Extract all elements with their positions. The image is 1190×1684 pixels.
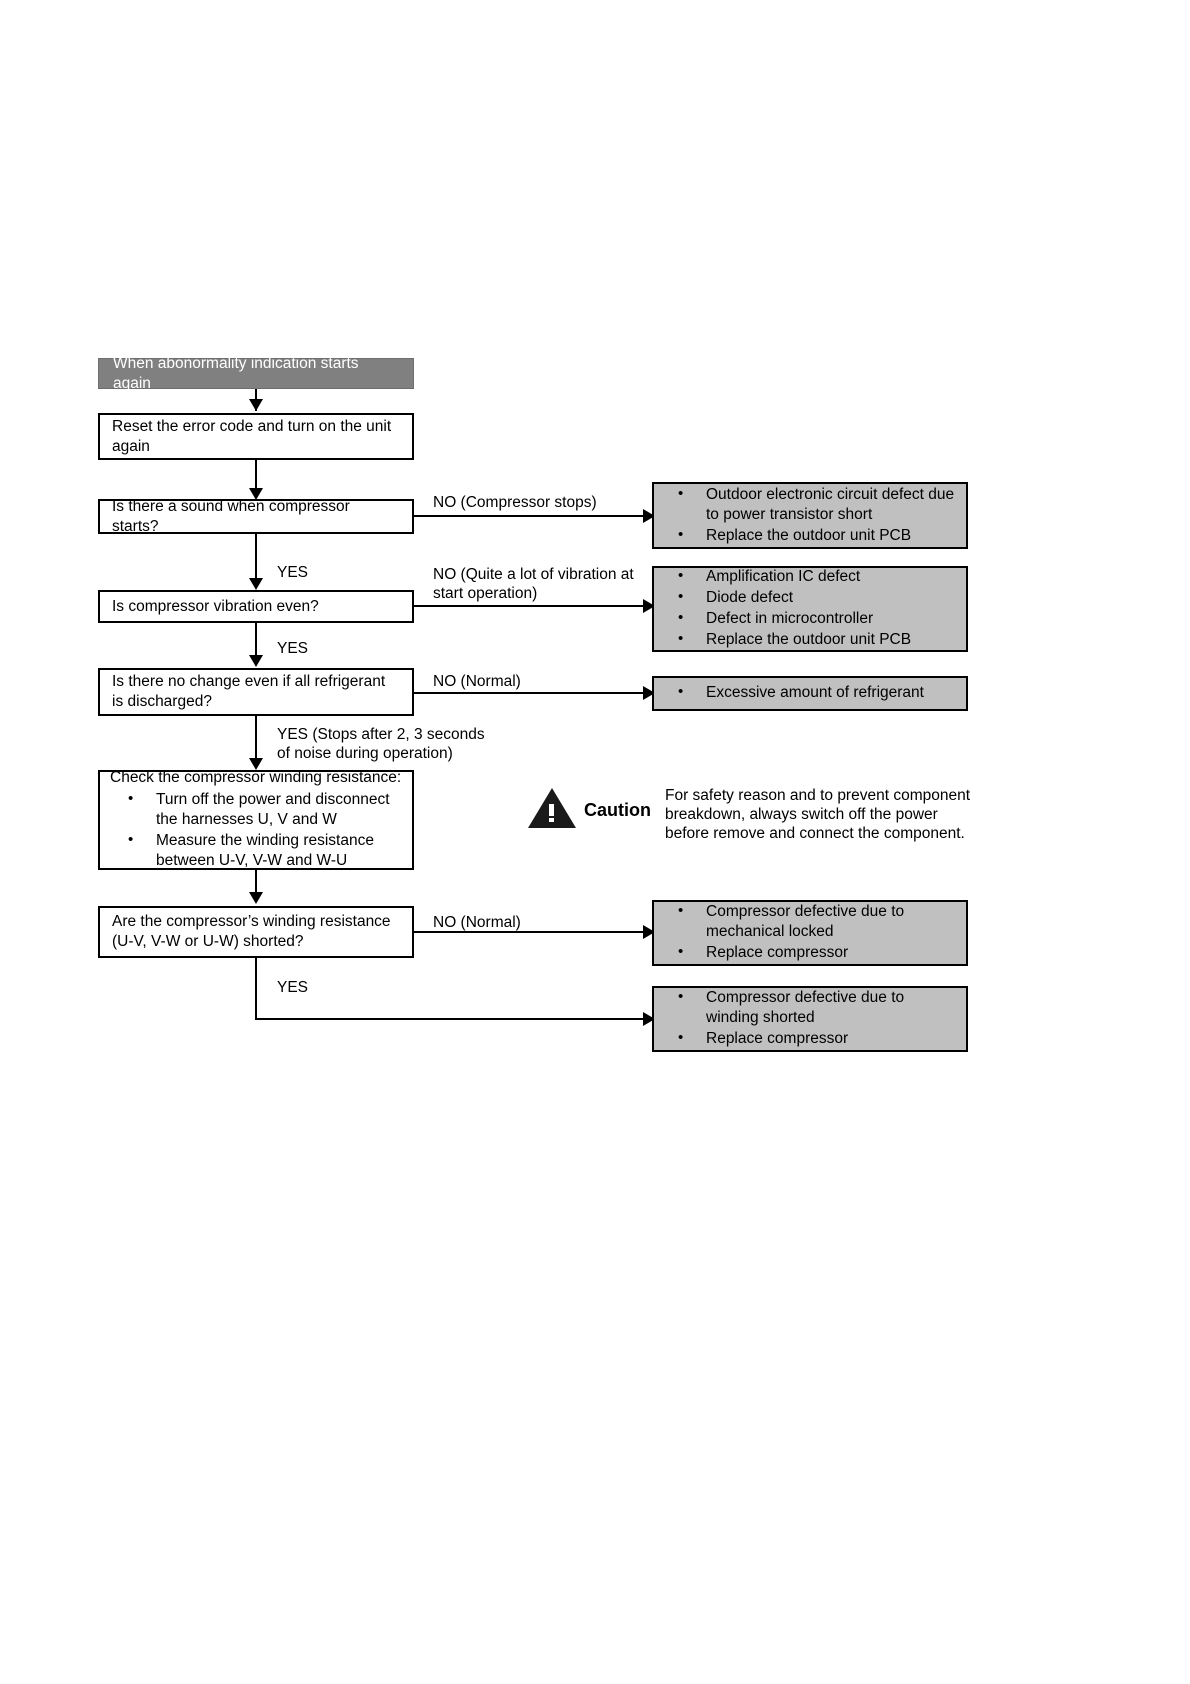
arrow-reset-to-sound-icon	[249, 488, 263, 500]
step-check-winding-item-0: Turn off the power and disconnect the ha…	[110, 789, 402, 830]
result-pcb-transistor-item-0: Outdoor electronic circuit defect due to…	[664, 484, 956, 525]
step-shorted-label: Are the compressor’s winding resistance …	[112, 913, 391, 950]
connector-shorted-no	[414, 931, 650, 933]
connector-winding-to-shorted	[255, 870, 257, 902]
caution-block: Caution For safety reason and to prevent…	[524, 786, 975, 843]
step-reset-node: Reset the error code and turn on the uni…	[98, 413, 414, 460]
edge-label-sound-no: NO (Compressor stops)	[433, 494, 597, 511]
result-mechanical-lock-node: Compressor defective due to mechanical l…	[652, 900, 968, 966]
result-pcb-transistor-item-1: Replace the outdoor unit PCB	[664, 525, 956, 546]
step-check-winding-node: Check the compressor winding resistance:…	[98, 769, 414, 871]
arrow-sound-yes-icon	[249, 578, 263, 590]
step-sound-node: Is there a sound when compressor starts?	[98, 497, 414, 535]
step-check-winding-title: Check the compressor winding resistance:	[110, 769, 402, 786]
step-vibration-node: Is compressor vibration even?	[98, 590, 414, 623]
start-node-label: When abonormality indication starts agai…	[113, 354, 359, 392]
result-pcb-transistor-node: Outdoor electronic circuit defect due to…	[652, 482, 968, 549]
step-vibration-label: Is compressor vibration even?	[112, 597, 319, 615]
connector-reset-to-sound	[255, 460, 257, 498]
connector-refrigerant-no	[414, 692, 650, 694]
edge-label-vibration-yes: YES	[277, 640, 309, 657]
edge-label-sound-yes: YES	[277, 564, 309, 581]
connector-refrigerant-yes	[255, 716, 257, 768]
connector-sound-no	[414, 515, 650, 517]
caution-text: For safety reason and to prevent compone…	[665, 787, 971, 842]
arrow-start-to-reset-icon	[249, 399, 263, 411]
step-reset-label: Reset the error code and turn on the uni…	[112, 417, 392, 455]
result-winding-short-item-0: Compressor defective due to winding shor…	[664, 987, 956, 1028]
connector-shorted-yes-vertical	[255, 958, 257, 1020]
edge-label-shorted-no: NO (Normal)	[433, 914, 521, 931]
step-check-winding-item-1: Measure the winding resistance between U…	[110, 830, 402, 871]
arrow-refrigerant-yes-icon	[249, 758, 263, 770]
step-shorted-node: Are the compressor’s winding resistance …	[98, 906, 414, 958]
connector-sound-yes	[255, 534, 257, 588]
result-ic-diode-item-3: Replace the outdoor unit PCB	[664, 629, 956, 650]
connector-vibration-no	[414, 605, 650, 607]
result-winding-short-node: Compressor defective due to winding shor…	[652, 986, 968, 1052]
step-refrigerant-label: Is there no change even if all refrigera…	[112, 673, 386, 710]
connector-shorted-yes-horizontal	[255, 1018, 650, 1020]
arrow-vibration-yes-icon	[249, 655, 263, 667]
result-winding-short-item-1: Replace compressor	[664, 1028, 956, 1049]
step-sound-label: Is there a sound when compressor starts?	[112, 497, 350, 535]
result-ic-diode-node: Amplification IC defect Diode defect Def…	[652, 566, 968, 652]
edge-label-refrigerant-no: NO (Normal)	[433, 673, 521, 690]
caution-label: Caution	[584, 800, 651, 820]
connector-vibration-yes	[255, 623, 257, 665]
result-mechanical-lock-item-0: Compressor defective due to mechanical l…	[664, 901, 956, 942]
result-ic-diode-item-0: Amplification IC defect	[664, 566, 956, 587]
result-refrigerant-node: Excessive amount of refrigerant	[652, 676, 968, 711]
arrow-winding-to-shorted-icon	[249, 892, 263, 904]
edge-label-vibration-no: NO (Quite a lot of vibration at start op…	[433, 566, 634, 602]
result-mechanical-lock-item-1: Replace compressor	[664, 942, 956, 963]
start-node: When abonormality indication starts agai…	[98, 355, 414, 392]
warning-triangle-icon	[524, 786, 582, 834]
result-refrigerant-item-0: Excessive amount of refrigerant	[664, 682, 956, 703]
edge-label-refrigerant-yes: YES (Stops after 2, 3 seconds of noise d…	[277, 726, 485, 762]
result-ic-diode-item-2: Defect in microcontroller	[664, 608, 956, 629]
step-refrigerant-node: Is there no change even if all refrigera…	[98, 668, 414, 716]
edge-label-shorted-yes: YES	[277, 979, 309, 996]
result-ic-diode-item-1: Diode defect	[664, 587, 956, 608]
